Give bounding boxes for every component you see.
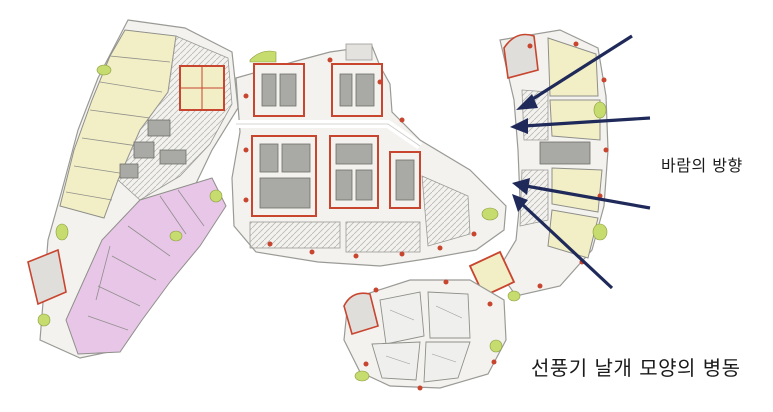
left-wing <box>27 19 239 359</box>
navy-arrow-3 <box>512 178 651 210</box>
pink-rooms-left <box>65 177 227 355</box>
left-end-capsule <box>27 248 67 306</box>
navy-arrow-2 <box>510 116 651 134</box>
fan-blade-ward-label: 선풍기 날개 모양의 병동 <box>531 356 741 380</box>
navy-arrow-4 <box>512 194 614 290</box>
wind-direction-label: 바람의 방향 <box>661 156 743 175</box>
bottom-wing <box>343 279 507 391</box>
right-top-capsule <box>503 33 539 80</box>
navy-arrow-1 <box>516 34 633 110</box>
bottom-capsule <box>343 292 379 336</box>
central-core <box>231 43 507 267</box>
wind-arrows <box>510 34 651 290</box>
right-wing <box>468 29 609 302</box>
